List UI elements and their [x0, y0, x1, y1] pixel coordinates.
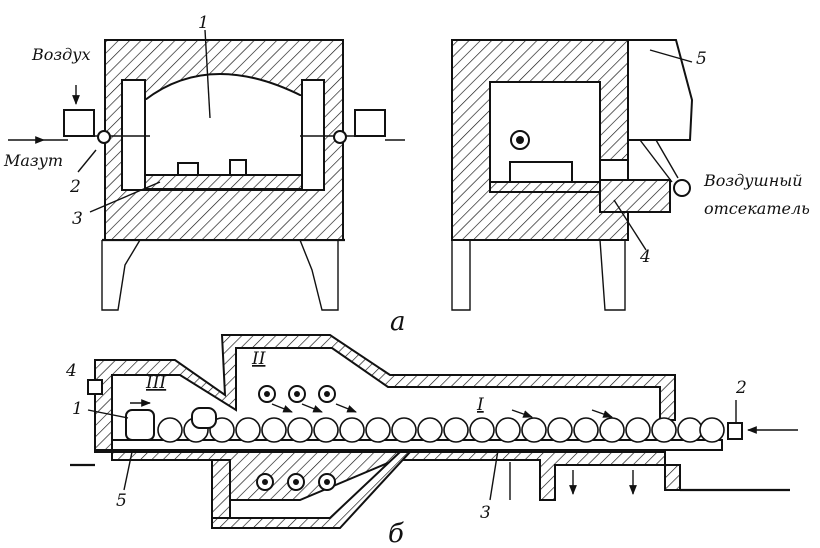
callout-a-4: 4 — [639, 247, 651, 267]
longitudinal-section-view — [70, 334, 798, 529]
callout-a-5: 5 — [696, 49, 707, 69]
burners-zone-2 — [258, 385, 336, 403]
front-leg-right — [299, 239, 339, 311]
view-b-label: б — [388, 519, 404, 548]
callout-b-2: 2 — [735, 378, 747, 398]
burners-lower — [256, 473, 336, 491]
front-workpiece-1 — [177, 162, 199, 176]
side-section-view — [451, 39, 694, 311]
side-hearth — [489, 181, 601, 193]
furnace-roof — [94, 334, 676, 451]
burner-left — [63, 109, 95, 137]
callout-b-3: 3 — [480, 503, 491, 523]
view-a-label: а — [390, 307, 406, 337]
air-curtain-label-line2: отсекатель — [704, 199, 810, 218]
roller-conveyor — [111, 439, 723, 451]
air-curtain-nozzle — [673, 179, 691, 197]
callout-b-4: 4 — [65, 361, 77, 381]
tilted-workpiece — [191, 407, 217, 429]
burner-nozzle-left — [97, 130, 111, 144]
door-hood — [627, 39, 694, 141]
front-chamber-inner — [144, 96, 303, 186]
callout-a-1: 1 — [198, 13, 209, 33]
side-burner-core — [516, 136, 524, 144]
callout-b-5: 5 — [116, 491, 127, 511]
gas-flow-arrows — [130, 399, 637, 495]
burner-right — [354, 109, 386, 137]
pusher — [727, 422, 743, 440]
front-leg-left — [101, 239, 141, 311]
zone-3-label: III — [145, 373, 166, 393]
zone-2-label: II — [251, 349, 266, 369]
fuel-oil-label: Мазут — [3, 151, 63, 170]
door-block — [599, 159, 629, 183]
furnace-bottom — [94, 449, 681, 501]
observation-port — [87, 379, 103, 395]
callout-a-2: 2 — [69, 177, 81, 197]
front-workpiece-2 — [229, 159, 247, 176]
air-curtain-label-line1: Воздушный — [703, 171, 803, 190]
callout-a-3: 3 — [72, 209, 83, 229]
lower-chamber-wall-right — [211, 451, 413, 529]
side-legs — [451, 239, 626, 311]
air-label: Воздух — [31, 45, 91, 64]
front-section-view — [8, 29, 405, 311]
side-roller-support — [599, 179, 671, 213]
callout-b-1: 1 — [72, 399, 83, 419]
side-workpiece — [509, 161, 573, 183]
burner-nozzle-right — [333, 130, 347, 144]
front-hearth — [144, 174, 303, 190]
stacked-workpiece — [125, 409, 155, 441]
zone-1-label: I — [476, 395, 484, 415]
workpiece-row — [157, 417, 725, 443]
